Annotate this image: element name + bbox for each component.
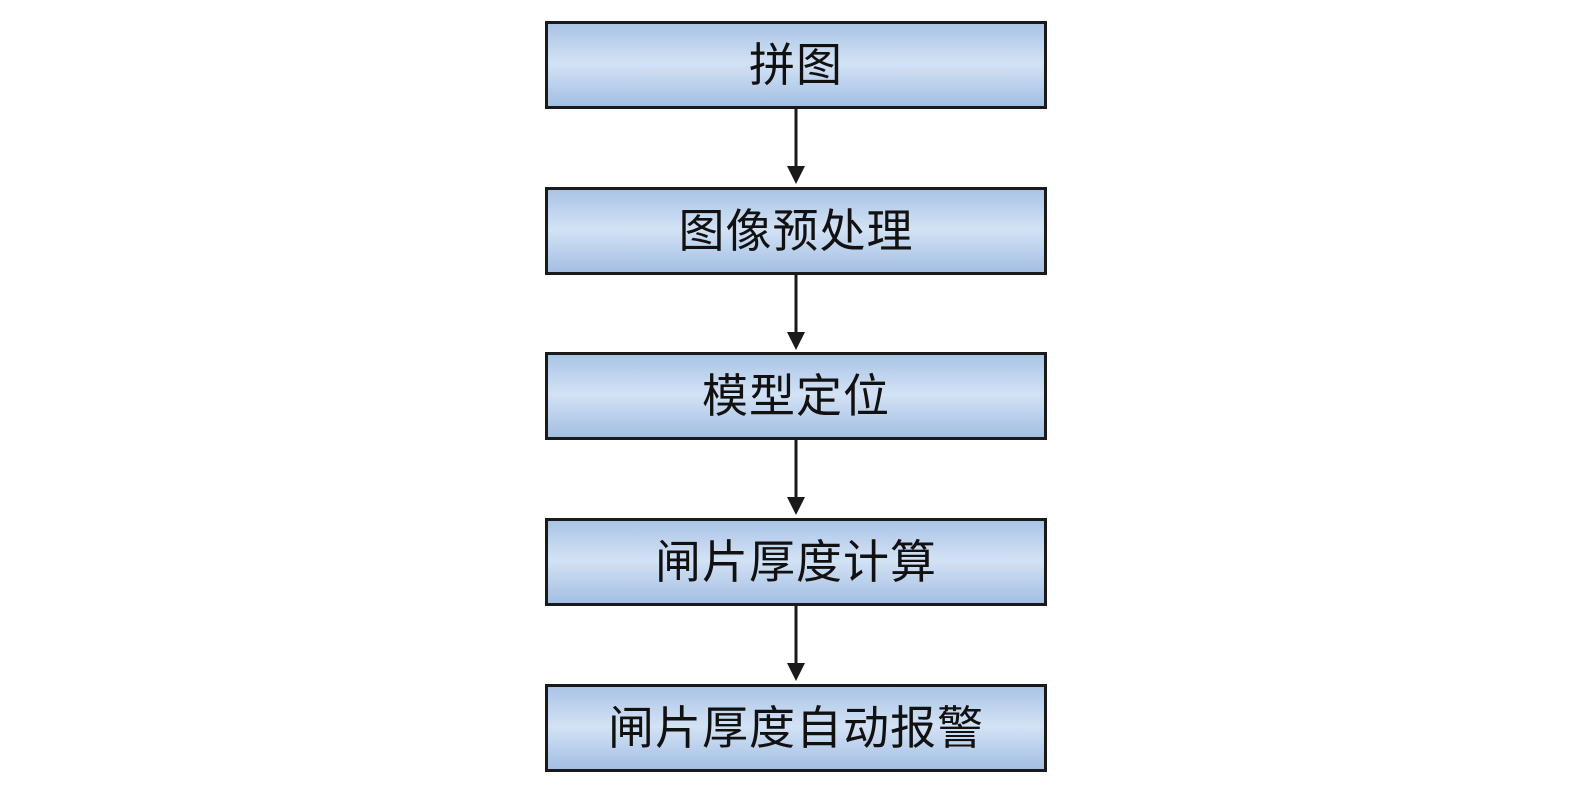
step-label: 闸片厚度自动报警 bbox=[608, 701, 984, 755]
step-box-model-localization: 模型定位 bbox=[545, 352, 1047, 440]
step-label: 拼图 bbox=[749, 38, 843, 92]
arrow-down-icon bbox=[781, 108, 811, 188]
step-label: 图像预处理 bbox=[678, 204, 914, 258]
arrow-down-icon bbox=[781, 439, 811, 519]
step-label: 模型定位 bbox=[702, 369, 890, 423]
step-box-stitching: 拼图 bbox=[545, 21, 1047, 109]
arrow-down-icon bbox=[781, 605, 811, 685]
step-box-thickness-alarm: 闸片厚度自动报警 bbox=[545, 684, 1047, 772]
arrow-down-icon bbox=[781, 274, 811, 354]
step-label: 闸片厚度计算 bbox=[655, 535, 937, 589]
step-box-image-preprocessing: 图像预处理 bbox=[545, 187, 1047, 275]
step-box-thickness-calculation: 闸片厚度计算 bbox=[545, 518, 1047, 606]
